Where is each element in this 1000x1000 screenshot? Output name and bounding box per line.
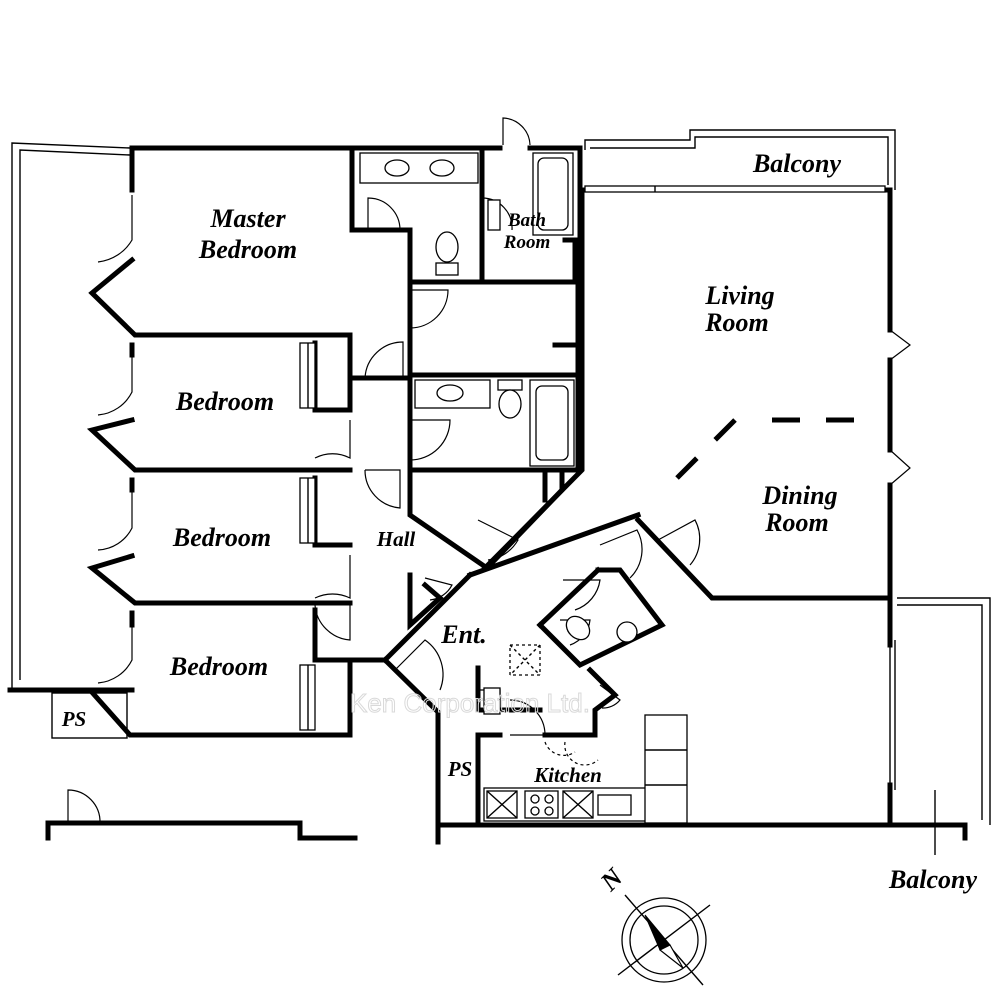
top-balcony-outline [584,129,896,190]
bath-room-label-line2: Room [503,232,550,253]
left-balcony-outline [11,142,131,739]
entrance-label: Ent. [440,620,487,649]
bedroom-1-label: Bedroom [175,387,274,416]
dining-room-label-line2: Room [764,508,829,537]
bath-room-label-line1: Bath [507,210,546,231]
watermark: Ken Corporation Ltd. [350,688,590,718]
doors [67,117,911,824]
dining-room-label-line1: Dining [761,481,837,510]
balcony-bottom-label: Balcony [888,865,978,894]
kitchen-label: Kitchen [533,763,602,787]
compass-north-label: N [594,862,629,897]
ps-right-label: PS [447,757,473,781]
right-balcony-outline [897,597,991,855]
room-labels: Master Bedroom Bath Room Living Room Din… [61,149,978,894]
living-dining-divider-diagonal [658,418,737,497]
master-bedroom-label-line2: Bedroom [198,235,297,264]
balcony-top-label: Balcony [752,149,842,178]
kitchen-fixtures [483,644,688,824]
compass: N [594,862,711,986]
ps-left-label: PS [61,707,87,731]
walls [7,145,968,845]
bedroom-2-label: Bedroom [172,523,271,552]
windows [584,185,896,790]
master-bedroom-label-line1: Master [209,204,286,233]
closets [299,342,316,731]
bedroom-3-label: Bedroom [169,652,268,681]
compass-arrow-south [658,944,684,969]
bath-fixtures [359,152,638,715]
hall-label: Hall [376,527,416,551]
living-room-label-line2: Room [704,308,769,337]
living-room-label-line1: Living [704,281,774,310]
